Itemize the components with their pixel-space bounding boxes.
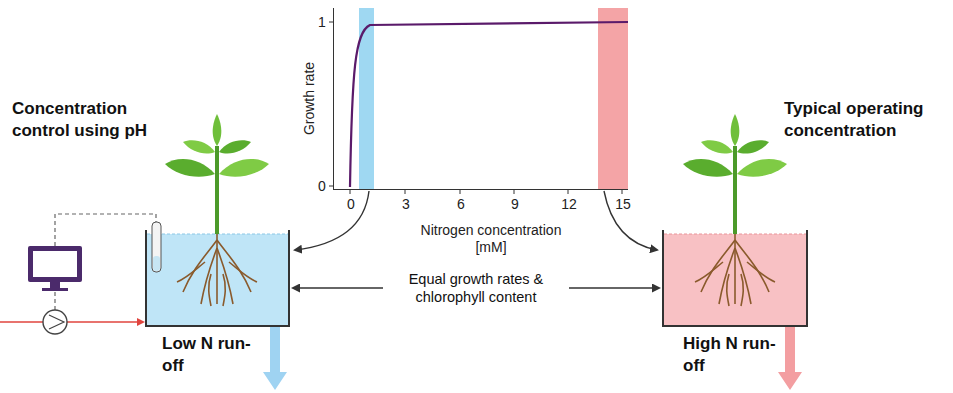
plant: [165, 114, 269, 306]
tank-low: Concentration control using pH: [145, 230, 290, 327]
tick-label: 3: [401, 196, 411, 212]
tick-label: 0: [317, 178, 327, 194]
axis-title: Nitrogen concentration [mM]: [416, 222, 566, 256]
feed-line: [0, 321, 143, 323]
runoff-arrow: [263, 327, 287, 390]
high-band: [598, 8, 628, 190]
edge-label: Equal growth rates & chlorophyll content: [383, 269, 569, 307]
heading: Concentration control using pH: [12, 98, 162, 142]
signal-line: [54, 292, 55, 310]
monitor: [28, 246, 82, 282]
tick-label: 12: [560, 196, 578, 212]
tick-label: 0: [346, 196, 356, 212]
runoff-label: Low N run-off: [162, 333, 262, 377]
growth-chart: Growth rateNitrogen concentration [mM]: [333, 8, 628, 190]
growth-curve: [350, 22, 628, 187]
tick-label: 1: [317, 14, 327, 30]
signal-line: [55, 214, 156, 246]
pump: [43, 310, 67, 334]
tick-label: 9: [510, 196, 520, 212]
axis-ticks: [329, 22, 622, 194]
tank-high: Typical operating concentration: [662, 230, 808, 327]
tick-label: 6: [456, 196, 466, 212]
tick-label: 15: [614, 196, 632, 212]
heading: Typical operating concentration: [784, 98, 952, 142]
runoff-label: High N run-off: [683, 333, 781, 377]
connector-arrow: [604, 191, 657, 250]
connector-arrow: [295, 191, 369, 250]
axis-title: Growth rate: [301, 49, 318, 149]
runoff-arrow: [778, 327, 802, 390]
plant: [683, 114, 787, 306]
